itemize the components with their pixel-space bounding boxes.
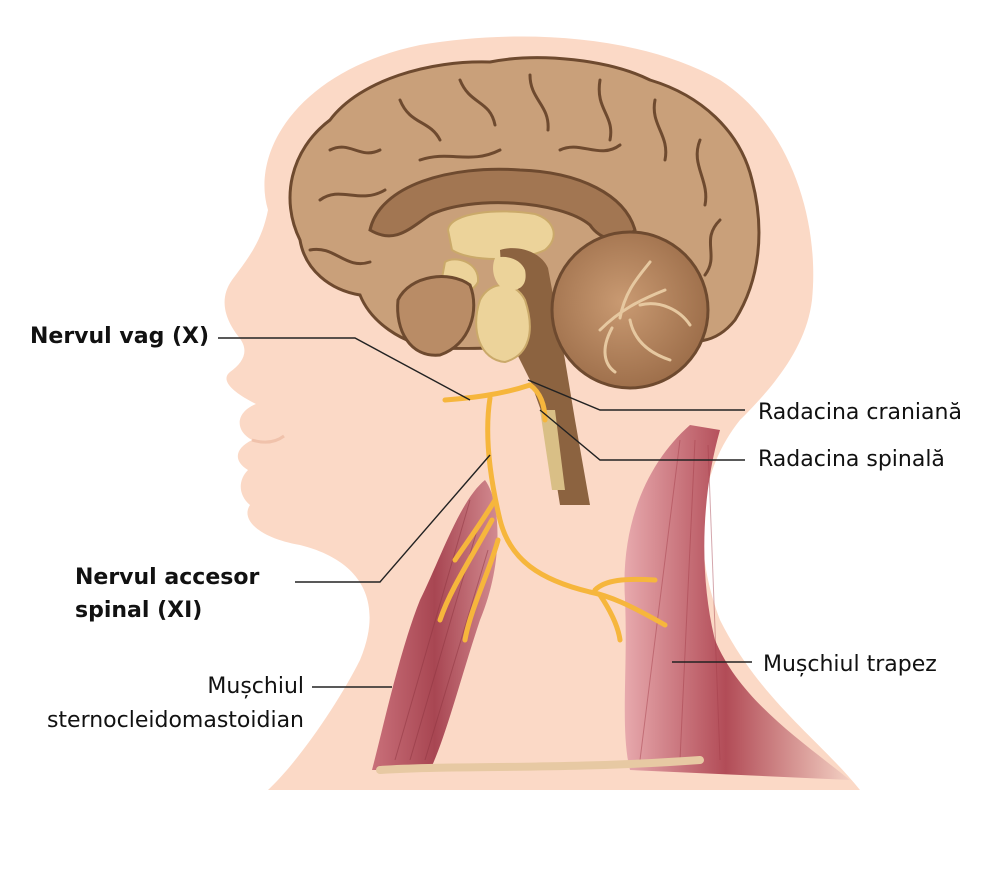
sternocleidomastoid-label-line1: Mușchiul xyxy=(207,674,304,699)
sternocleidomastoid-label: Mușchiul sternocleidomastoidian xyxy=(10,670,304,738)
cerebellum xyxy=(550,230,710,390)
spinal-root-label: Radacina spinală xyxy=(758,447,945,472)
brain-sulci xyxy=(308,73,722,277)
trapezius-label: Mușchiul trapez xyxy=(763,652,937,677)
leader-accessory xyxy=(295,454,491,583)
medulla xyxy=(493,256,526,291)
sternocleidomastoid-muscle xyxy=(372,480,498,770)
trapezius-muscle xyxy=(624,425,850,780)
accessory-nerve-label-line2: spinal (XI) xyxy=(75,598,203,623)
spinal-cord xyxy=(540,410,565,490)
clavicle xyxy=(376,756,704,774)
trapezius-fibers xyxy=(639,439,721,761)
accessory-nerve xyxy=(437,382,668,643)
accessory-nerve-label-line1: Nervul accesor xyxy=(75,565,260,590)
pons xyxy=(475,284,531,364)
sternocleidomastoid-label-line2: sternocleidomastoidian xyxy=(46,708,304,733)
leader-vagus xyxy=(218,337,471,401)
vagus-nerve-label: Nervul vag (X) xyxy=(30,324,210,349)
arbor-vitae xyxy=(598,260,692,374)
lip-contour xyxy=(251,434,285,444)
leader-cranial xyxy=(527,379,745,411)
thalamus xyxy=(446,210,555,260)
cranial-root-label: Radacina craniană xyxy=(758,400,962,425)
accessory-nerve-label: Nervul accesor spinal (XI) xyxy=(75,561,259,627)
temporal-lobe xyxy=(396,275,476,357)
leader-lines xyxy=(218,337,752,688)
leader-spinal xyxy=(539,409,745,461)
